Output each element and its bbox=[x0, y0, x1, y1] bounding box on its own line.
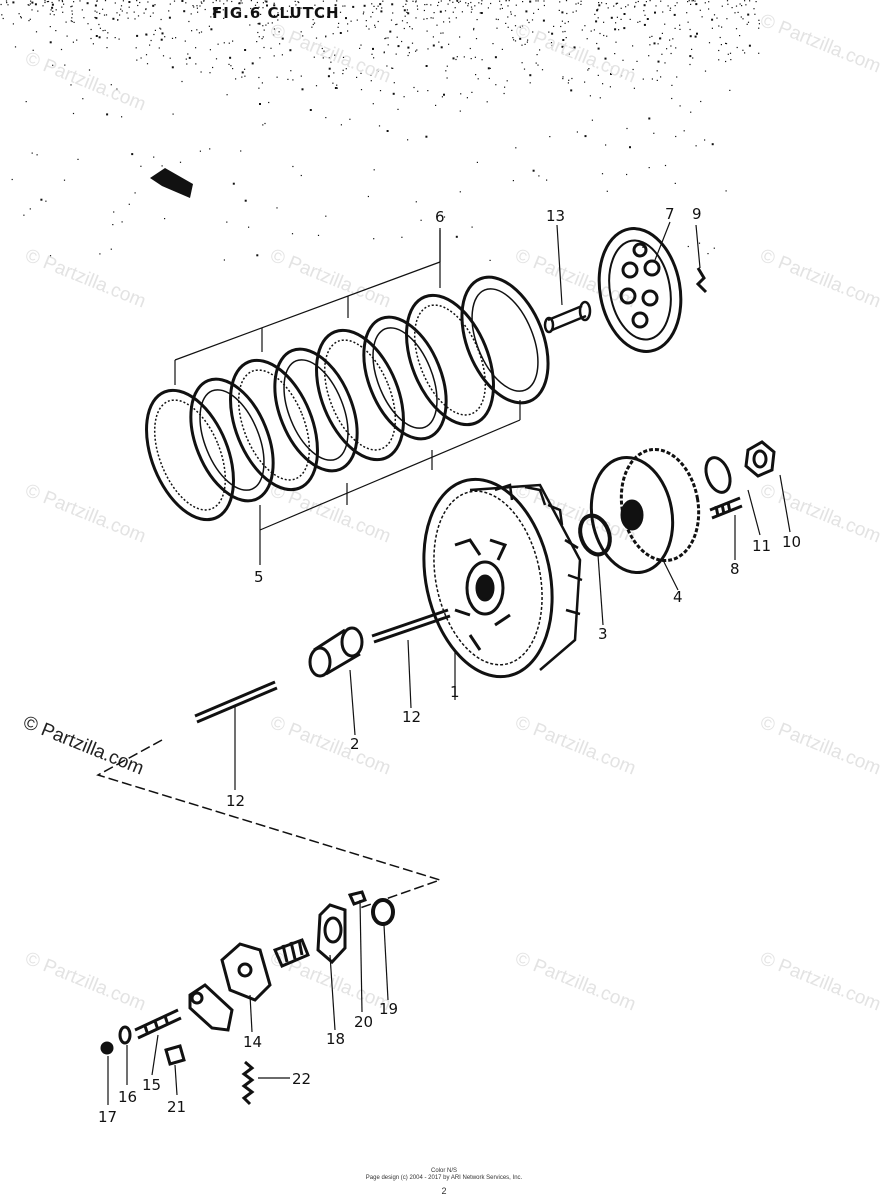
callout-label: 4 bbox=[673, 588, 683, 606]
bolt-8 bbox=[709, 496, 743, 520]
clutch-plate bbox=[460, 275, 550, 405]
copyright-line: Color N/S bbox=[430, 1168, 457, 1174]
callout-label: 9 bbox=[692, 205, 702, 223]
clutch-plate bbox=[273, 347, 359, 473]
cap-21 bbox=[164, 1044, 186, 1066]
callout-label: 13 bbox=[546, 207, 566, 225]
clutch-plate bbox=[145, 388, 235, 522]
clutch-plate bbox=[405, 293, 495, 427]
callout-label: 8 bbox=[730, 560, 740, 578]
screw-20 bbox=[347, 890, 367, 906]
callout-label: 6 bbox=[435, 208, 445, 226]
arrow-icon bbox=[150, 168, 193, 198]
callout-label: 17 bbox=[98, 1108, 118, 1126]
lever-14 bbox=[188, 983, 234, 1032]
nut-10 bbox=[744, 440, 776, 478]
nut-17 bbox=[100, 1041, 114, 1055]
callout-label: 12 bbox=[402, 708, 422, 726]
pressure-plate bbox=[597, 227, 683, 353]
pin-13 bbox=[543, 300, 592, 334]
adjust-screw bbox=[134, 1008, 182, 1040]
callout-label: 22 bbox=[292, 1070, 312, 1088]
release-screw bbox=[272, 938, 310, 968]
bracket-6 bbox=[174, 230, 441, 385]
callout-label: 19 bbox=[379, 1000, 399, 1018]
callout-label: 21 bbox=[167, 1098, 187, 1116]
assembly-line bbox=[96, 739, 443, 909]
clutch-hub bbox=[589, 447, 701, 575]
washer-16 bbox=[118, 1025, 132, 1045]
clutch-plate bbox=[229, 358, 319, 492]
release-housing bbox=[316, 903, 347, 965]
callout-label: 1 bbox=[450, 683, 460, 701]
callout-label: 3 bbox=[598, 625, 608, 643]
release-cam bbox=[220, 942, 272, 1002]
diagram-title: FIG.6 CLUTCH bbox=[212, 4, 340, 22]
callout-label: 15 bbox=[142, 1076, 162, 1094]
clutch-housing bbox=[422, 477, 583, 679]
callout-label: 10 bbox=[782, 533, 802, 551]
push-sleeve bbox=[308, 626, 364, 678]
spring-22 bbox=[241, 1060, 255, 1106]
seal-19 bbox=[371, 898, 395, 926]
clutch-plate bbox=[315, 328, 405, 462]
callout-label: 16 bbox=[118, 1088, 138, 1106]
callout-label: 2 bbox=[350, 735, 360, 753]
push-rod bbox=[371, 608, 451, 644]
spring-9 bbox=[695, 267, 708, 294]
washer-11 bbox=[704, 456, 732, 494]
callout-label: 14 bbox=[243, 1033, 263, 1051]
callout-label: 12 bbox=[226, 792, 246, 810]
leader-lines bbox=[107, 221, 791, 1105]
callout-label: 5 bbox=[254, 568, 264, 586]
clutch-plate bbox=[189, 377, 275, 503]
copyright-line: Page design (c) 2004 - 2017 by ARI Netwo… bbox=[365, 1175, 523, 1181]
push-rod bbox=[194, 680, 278, 724]
thrust-washer bbox=[578, 513, 612, 557]
callout-label: 7 bbox=[665, 205, 675, 223]
page-number: 2 bbox=[441, 1186, 447, 1196]
callout-label: 18 bbox=[326, 1030, 346, 1048]
callout-label: 11 bbox=[752, 537, 772, 555]
bracket-5 bbox=[259, 400, 521, 565]
callout-label: 20 bbox=[354, 1013, 374, 1031]
clutch-plate bbox=[362, 315, 448, 441]
